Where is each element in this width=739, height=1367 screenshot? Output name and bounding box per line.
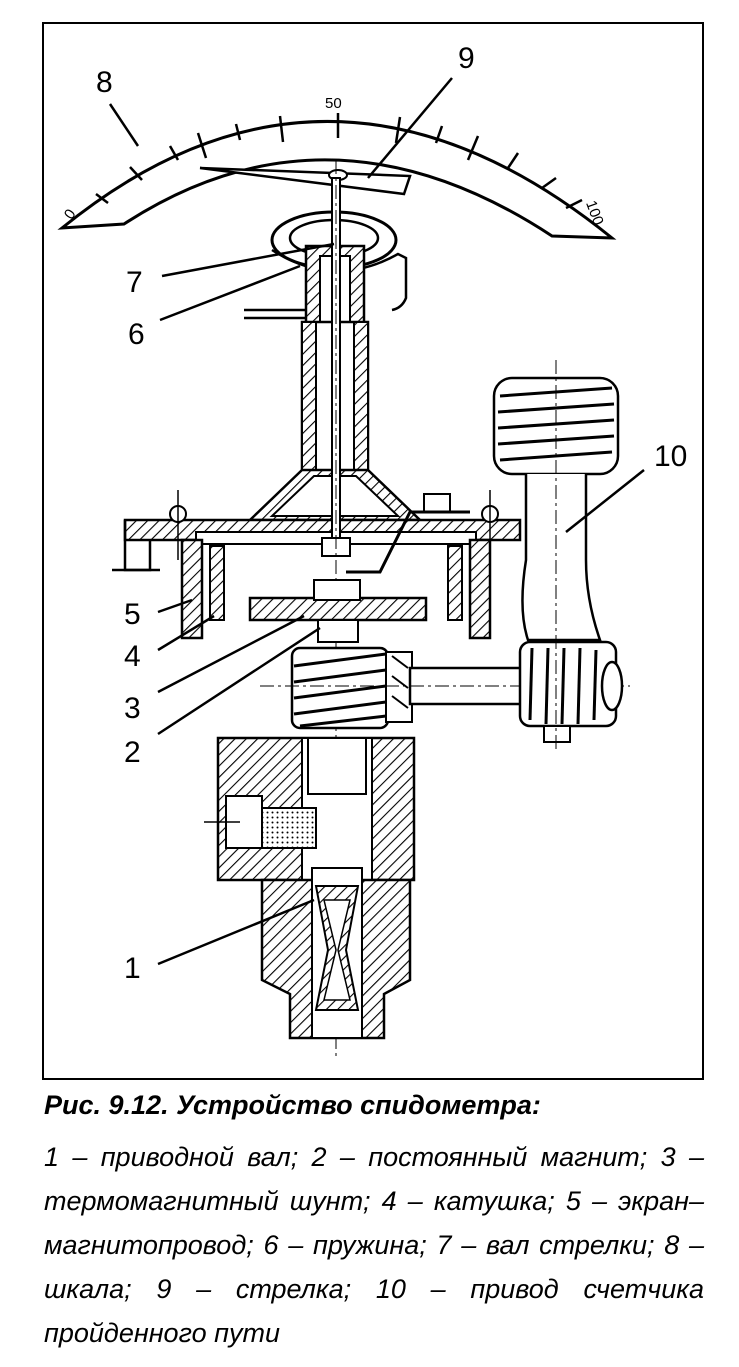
label-9: 9 <box>458 42 475 75</box>
magnet-disk <box>248 579 428 643</box>
label-10: 10 <box>654 440 687 473</box>
label-7: 7 <box>126 266 143 299</box>
tick-label-50: 50 <box>325 95 342 112</box>
worm-gear <box>290 646 413 730</box>
label-8: 8 <box>96 66 113 99</box>
dial-scale: 0 50 100 <box>57 95 617 240</box>
lever <box>346 510 470 574</box>
label-4: 4 <box>124 640 141 673</box>
lower-housing <box>204 736 416 1040</box>
label-3: 3 <box>124 692 141 725</box>
odometer-drive <box>492 360 624 750</box>
speedometer-diagram: 0 50 100 <box>57 42 687 1060</box>
label-6: 6 <box>128 318 145 351</box>
label-1: 1 <box>124 952 141 985</box>
needle <box>199 166 412 196</box>
label-2: 2 <box>124 736 141 769</box>
magnetic-screen <box>180 538 492 640</box>
figure-caption-legend: 1 – приводной вал; 2 – постоянный магнит… <box>44 1142 704 1348</box>
figure-frame <box>42 22 704 1080</box>
figure-caption-title: Рис. 9.12. Устройство спидометра: <box>44 1090 541 1120</box>
label-5: 5 <box>124 598 141 631</box>
leader-lines <box>108 77 645 966</box>
horizontal-shaft <box>260 666 630 706</box>
scale-ticks <box>95 113 583 210</box>
